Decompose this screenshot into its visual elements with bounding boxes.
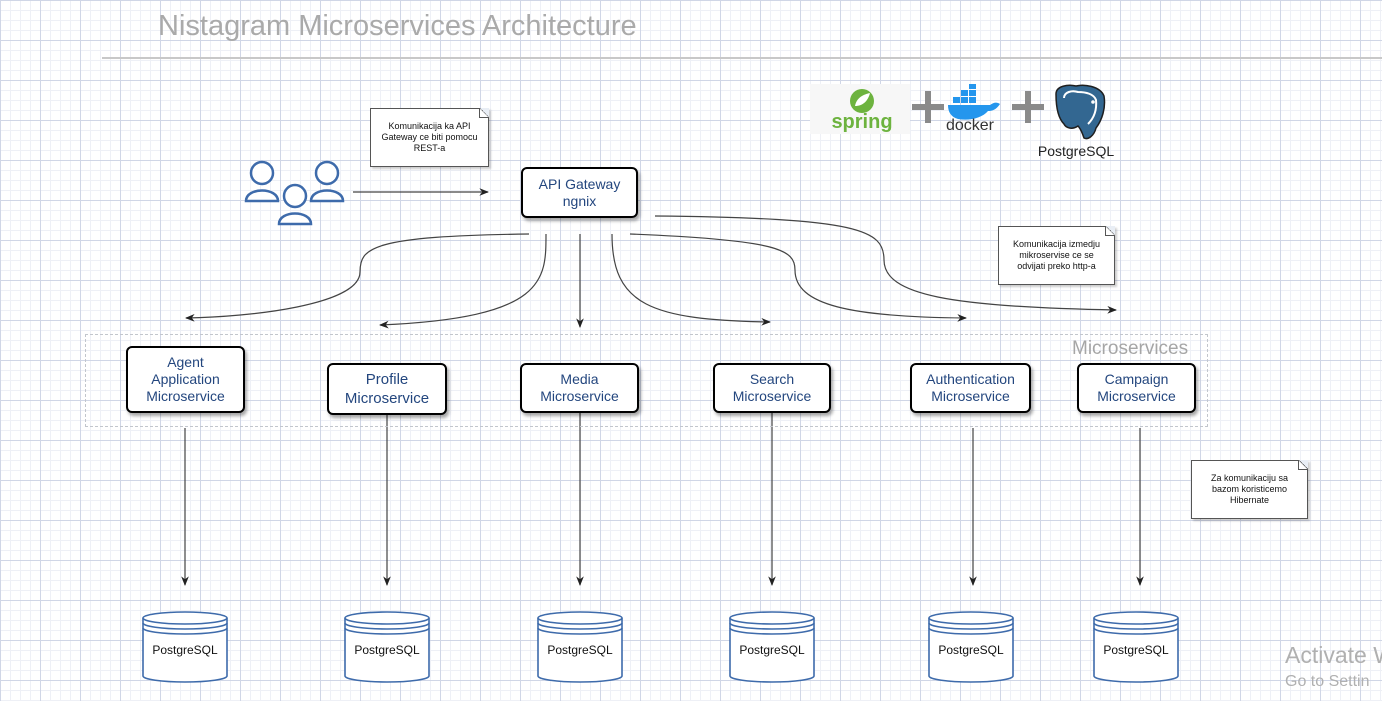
service-label-line: Search: [749, 371, 795, 387]
microservices-group-label: Microservices: [1072, 338, 1189, 359]
gateway-label: API Gateway: [538, 175, 621, 192]
database-icon: [142, 611, 228, 683]
windows-activation-watermark: Activate W Go to Settin: [1285, 642, 1382, 691]
note-http-communication: Komunikacija izmedju mikroservise ce se …: [998, 226, 1115, 285]
microservices-group: [85, 334, 1208, 427]
users-group-icon: [244, 160, 345, 226]
postgresql-logo-text: PostgreSQL: [1038, 143, 1114, 159]
page-title: Nistagram Microservices Architecture: [158, 10, 637, 42]
gateway-sublabel: ngnix: [562, 192, 597, 209]
campaign-microservice[interactable]: Campaign Microservice: [1077, 363, 1196, 413]
service-label-line: Campaign: [1104, 371, 1169, 387]
service-label-line: Agent: [167, 354, 204, 370]
note-fold: [1298, 460, 1308, 470]
service-label-line: Authentication: [926, 371, 1015, 387]
note-line: Hibernate: [1229, 495, 1269, 505]
watermark-line: Activate W: [1285, 642, 1382, 668]
title-underline: [102, 57, 1382, 59]
database-label: PostgreSQL: [739, 643, 805, 657]
database-label: PostgreSQL: [547, 643, 613, 657]
service-label-line: Microservice: [931, 388, 1010, 404]
arrow-gateway-to-agent: [185, 233, 530, 322]
note-rest-communication: Komunikacija ka API Gateway ce biti pomo…: [370, 108, 489, 167]
database-icon: [729, 611, 815, 683]
service-label-line: Application: [151, 371, 220, 387]
note-line: Za komunikaciju sa: [1210, 473, 1289, 483]
database-label: PostgreSQL: [938, 643, 1004, 657]
note-line: REST-a: [413, 143, 446, 153]
arrow-gateway-to-authentication: [629, 233, 967, 322]
plus-icon: [912, 91, 944, 123]
spring-logo-text: spring: [831, 111, 892, 133]
note-hibernate: Za komunikaciju sa bazom koristicemo Hib…: [1191, 460, 1308, 519]
database-icon: [1093, 611, 1179, 683]
authentication-microservice[interactable]: Authentication Microservice: [910, 363, 1031, 413]
api-gateway-box[interactable]: API Gateway ngnix: [521, 167, 638, 218]
postgresql-elephant-icon: [1055, 84, 1106, 140]
watermark-line: Go to Settin: [1285, 673, 1370, 690]
note-line: bazom koristicemo: [1211, 484, 1287, 494]
agent-application-microservice[interactable]: Agent Application Microservice: [126, 346, 245, 413]
service-label-line: Microservice: [146, 388, 225, 404]
database-label: PostgreSQL: [1103, 643, 1169, 657]
arrow-gateway-to-profile: [379, 233, 547, 329]
service-label-line: Microservice: [540, 388, 619, 404]
note-line: mikroservise ce se: [1019, 250, 1094, 260]
database-icon: [344, 611, 430, 683]
note-line: odvijati preko http-a: [1017, 261, 1096, 271]
plus-icon: [1012, 91, 1044, 123]
service-label-line: Microservice: [732, 388, 812, 404]
note-line: Komunikacija ka API: [388, 121, 471, 131]
database-label: PostgreSQL: [152, 643, 218, 657]
service-label-line: Microservice: [344, 390, 430, 407]
docker-logo-icon: [948, 84, 1000, 120]
database-label: PostgreSQL: [354, 643, 420, 657]
note-line: Komunikacija izmedju: [1012, 239, 1101, 249]
arrow-gateway-to-search: [611, 233, 771, 326]
tech-stack-logos: spring docker PostgreSQL: [810, 84, 1114, 159]
note-line: Gateway ce biti pomocu: [381, 132, 478, 142]
search-microservice[interactable]: Search Microservice: [713, 363, 831, 413]
arrow-gateway-to-campaign: [654, 215, 1117, 314]
database-icon: [928, 611, 1014, 683]
note-fold: [1105, 226, 1115, 236]
docker-logo-text: docker: [946, 117, 995, 134]
service-label-line: Profile: [365, 371, 409, 388]
service-label-line: Media: [560, 371, 599, 387]
profile-microservice[interactable]: Profile Microservice: [327, 363, 447, 415]
note-fold: [479, 108, 489, 118]
service-label-line: Microservice: [1097, 388, 1176, 404]
database-icon: [537, 611, 623, 683]
media-microservice[interactable]: Media Microservice: [520, 363, 639, 413]
spring-logo-icon: [850, 89, 874, 113]
